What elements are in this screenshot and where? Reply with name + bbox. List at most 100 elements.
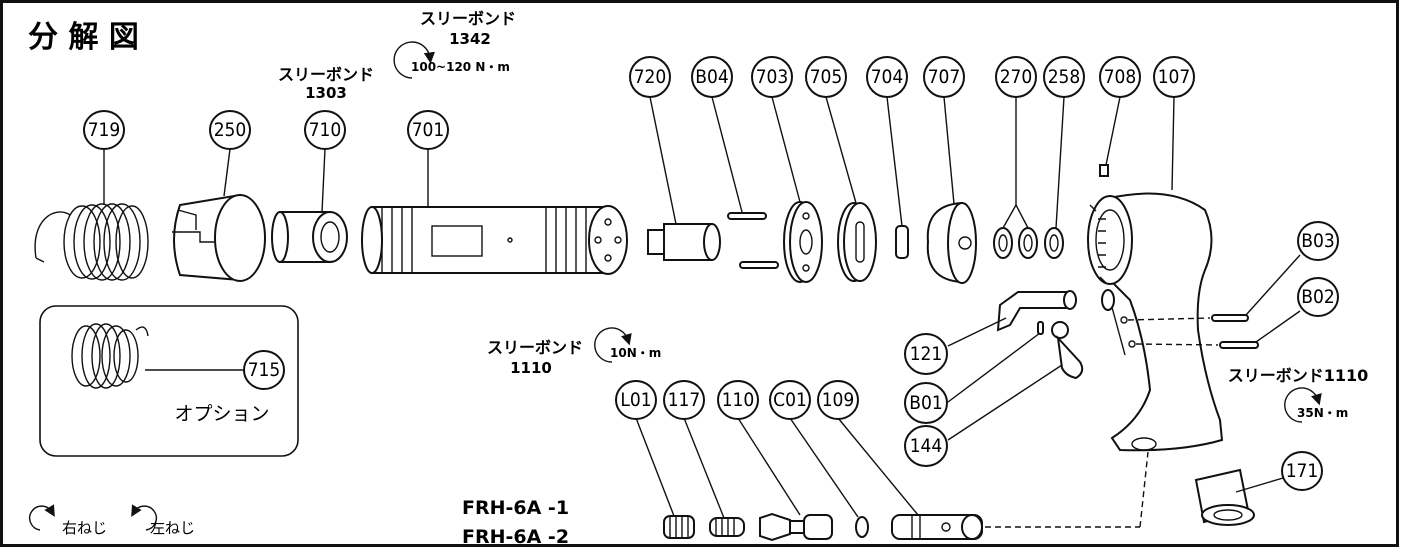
torque-arrow-1110b <box>1284 387 1322 423</box>
sleeve-710-drawing <box>271 211 348 263</box>
legend-right-thread: 右ねじ <box>62 519 107 537</box>
callout-117: 117 <box>663 380 705 420</box>
spring-715-drawing <box>71 323 149 389</box>
part-L01-drawing <box>663 515 695 539</box>
svg-text:121: 121 <box>910 343 943 365</box>
callout-B04: B04 <box>691 56 733 98</box>
threadlock-1342-torque: 100~120 N・m <box>411 60 510 74</box>
trigger-121-drawing <box>996 290 1077 332</box>
stem-110-drawing <box>759 512 833 542</box>
spring-117-drawing <box>709 517 745 537</box>
washers-270-drawing <box>993 227 1038 259</box>
model-2: FRH-6A -2 <box>462 526 569 548</box>
torque-arrow-1342 <box>393 41 435 79</box>
callout-701: 701 <box>407 110 449 150</box>
handle-107-drawing <box>1087 192 1224 452</box>
callout-720: 720 <box>629 56 671 98</box>
page-title: 分 解 図 <box>28 20 139 55</box>
threadlock-1110b-label: スリーボンド1110 <box>1228 366 1369 385</box>
callout-258: 258 <box>1043 56 1085 98</box>
svg-text:B04: B04 <box>695 66 728 88</box>
valve-parts-drawing <box>663 451 1149 542</box>
svg-text:171: 171 <box>1286 460 1319 482</box>
threadlock-1342-code: 1342 <box>449 30 491 48</box>
threadlock-1110a-code: 1110 <box>510 359 552 377</box>
callout-107: 107 <box>1153 56 1195 98</box>
svg-text:107: 107 <box>1158 66 1191 88</box>
callout-703: 703 <box>751 56 793 98</box>
spring-719-drawing <box>34 203 149 281</box>
svg-text:704: 704 <box>871 66 904 88</box>
svg-text:C01: C01 <box>773 389 807 411</box>
svg-text:707: 707 <box>928 66 961 88</box>
part-708-drawing <box>1099 164 1109 177</box>
svg-text:720: 720 <box>634 66 667 88</box>
threadlock-1342-name: スリーボンド <box>420 9 516 28</box>
cap-250-drawing <box>172 193 266 282</box>
svg-text:L01: L01 <box>620 389 651 411</box>
dome-707-drawing <box>926 201 977 284</box>
torque-arrow-1110a <box>594 327 632 363</box>
piston-720-drawing <box>647 223 721 261</box>
svg-text:701: 701 <box>412 119 445 141</box>
option-box <box>39 305 299 457</box>
callout-B03: B03 <box>1297 221 1339 261</box>
plate-705-drawing <box>837 202 877 282</box>
callout-B02: B02 <box>1297 277 1339 317</box>
threadlock-1303-code: 1303 <box>305 84 347 102</box>
callout-708: 708 <box>1099 56 1141 98</box>
callout-704: 704 <box>866 56 908 98</box>
threadlock-1303-name: スリーボンド <box>278 65 374 84</box>
washer-258-drawing <box>1044 227 1064 259</box>
threadlock-1110b-torque: 35N・m <box>1297 406 1348 420</box>
svg-text:250: 250 <box>214 119 247 141</box>
svg-text:B03: B03 <box>1301 230 1334 252</box>
callout-719: 719 <box>83 110 125 150</box>
left-thread-arrow-icon <box>131 504 158 531</box>
svg-text:710: 710 <box>309 119 342 141</box>
callout-B01: B01 <box>904 382 948 424</box>
svg-text:715: 715 <box>248 359 281 381</box>
callout-109: 109 <box>817 380 859 420</box>
svg-text:109: 109 <box>822 389 855 411</box>
callout-C01: C01 <box>769 380 811 420</box>
right-thread-arrow-icon <box>28 504 55 531</box>
plate-703-drawing <box>783 201 823 283</box>
callout-110: 110 <box>717 380 759 420</box>
svg-text:705: 705 <box>810 66 843 88</box>
barrel-701-drawing <box>361 205 628 275</box>
callout-L01: L01 <box>615 380 657 420</box>
oring-C01-drawing <box>855 516 869 538</box>
svg-text:110: 110 <box>722 389 755 411</box>
legend-left-thread: 左ねじ <box>150 519 195 537</box>
fitting-171-drawing <box>1194 468 1255 526</box>
option-label: オプション <box>174 403 269 425</box>
svg-text:B01: B01 <box>909 392 942 414</box>
callout-710: 710 <box>304 110 346 150</box>
pins-B03-B02-drawing <box>1120 314 1259 349</box>
svg-text:703: 703 <box>756 66 789 88</box>
callout-707: 707 <box>923 56 965 98</box>
callout-270: 270 <box>995 56 1037 98</box>
callout-715: 715 <box>243 350 285 390</box>
callout-705: 705 <box>805 56 847 98</box>
callout-121: 121 <box>904 333 948 375</box>
threadlock-1110a-torque: 10N・m <box>610 346 661 360</box>
svg-text:270: 270 <box>1000 66 1033 88</box>
threadlock-1110a-name: スリーボンド <box>487 338 583 357</box>
svg-text:B02: B02 <box>1301 286 1334 308</box>
svg-text:708: 708 <box>1104 66 1137 88</box>
valve-body-109-drawing <box>891 514 983 540</box>
leader-lines <box>103 96 1301 519</box>
callout-144: 144 <box>904 425 948 467</box>
lever-144-drawing <box>1051 321 1084 380</box>
part-704-drawing <box>895 225 909 259</box>
model-1: FRH-6A -1 <box>462 497 569 519</box>
svg-text:258: 258 <box>1048 66 1081 88</box>
svg-text:117: 117 <box>668 389 701 411</box>
svg-text:144: 144 <box>910 435 943 457</box>
callout-250: 250 <box>209 110 251 150</box>
pin-B01-drawing <box>1037 321 1044 335</box>
